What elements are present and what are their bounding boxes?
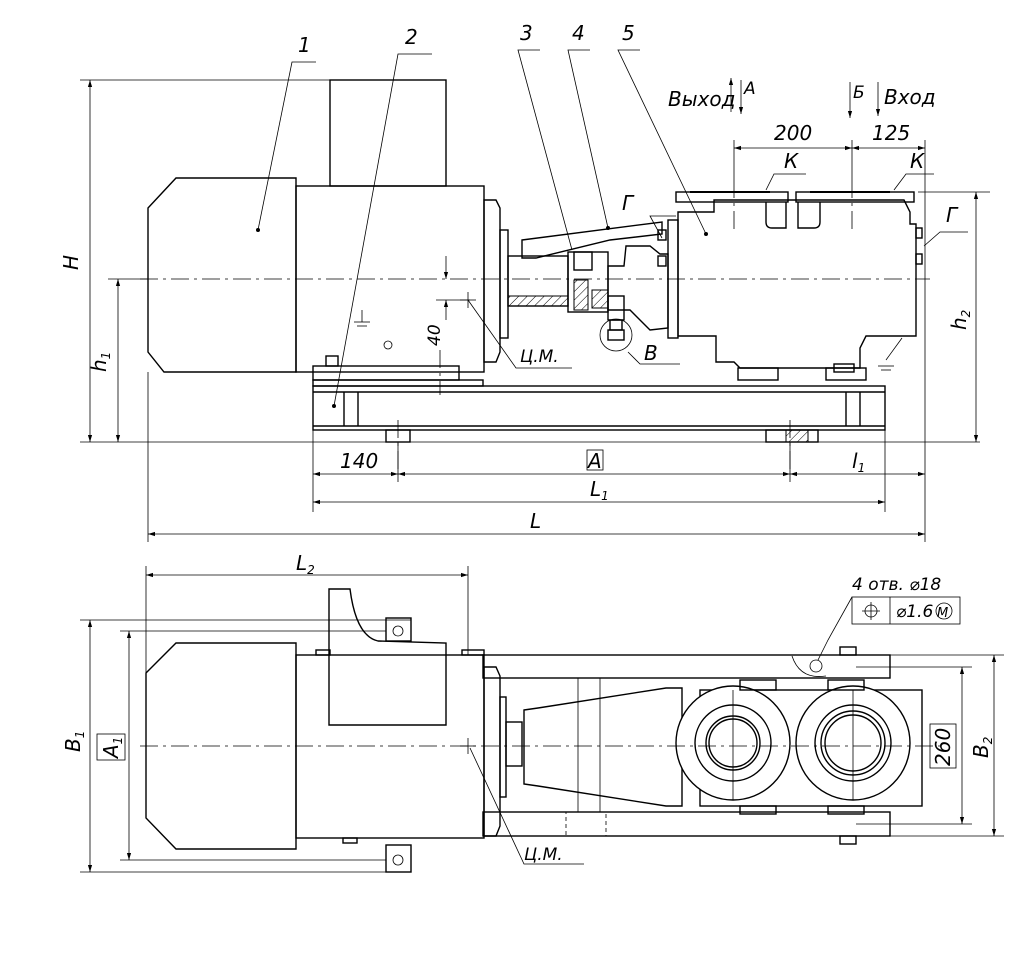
dim-H: H (59, 255, 83, 270)
callout-detail-v: В (644, 341, 658, 365)
inlet-arrow-label: Б (853, 83, 865, 103)
callout-center-mass-plan: Ц.М. (524, 845, 563, 865)
dim-base-A-frame (586, 449, 604, 471)
base-frame (312, 385, 886, 431)
outlet-arrow-label: А (743, 79, 756, 99)
callout-k-inlet: К (910, 149, 925, 173)
plan-motor-body (295, 654, 485, 839)
dim-B1: B1 (61, 731, 87, 752)
position-tolerance-icon (862, 602, 880, 620)
pump-body (677, 199, 917, 369)
motor-foot (312, 365, 460, 381)
motor-terminal-box (329, 79, 447, 187)
ground-symbol-left (354, 310, 393, 350)
side-elevation-view (140, 79, 930, 470)
part-number-1: 1 (298, 33, 311, 57)
dim-inlet-offset: 125 (872, 121, 910, 145)
plan-base-rail-top (482, 654, 891, 679)
dim-L1: L1 (590, 477, 609, 503)
dim-width-260: 260 (931, 728, 955, 766)
detail-v-circle (599, 318, 633, 352)
dim-cm-offset: 40 (425, 324, 445, 346)
ground-symbol-right (878, 337, 903, 371)
dim-260-frame (929, 723, 957, 769)
part-number-3: 3 (520, 21, 533, 45)
dim-l1: l1 (852, 449, 865, 475)
inlet-label: Вход (884, 85, 936, 109)
dim-h2: h2 (947, 310, 973, 330)
part-number-4: 4 (572, 21, 585, 45)
bearing-housing (607, 245, 669, 331)
dim-L2: L2 (296, 551, 315, 577)
plan-base-rail-bottom (482, 811, 891, 837)
part-leaders (256, 49, 708, 408)
part-number-5: 5 (622, 21, 635, 45)
motor-fan-cover (147, 177, 297, 373)
outlet-label: Выход (668, 87, 735, 111)
callout-center-mass: Ц.М. (520, 347, 559, 367)
dim-base-A: А (586, 449, 602, 473)
hole-note: 4 отв. ⌀18 (852, 575, 941, 595)
callout-g-right: Г (946, 203, 959, 227)
dim-A1-frame (96, 733, 126, 761)
plan-motor-fan-cover (145, 642, 297, 850)
tolerance-value: ⌀1.6 (896, 602, 933, 622)
dim-A1: A1 (99, 737, 125, 760)
dim-nozzle-spacing: 200 (774, 121, 812, 145)
plan-view (140, 588, 940, 873)
part-number-2: 2 (405, 25, 418, 49)
motor-flange (483, 199, 501, 363)
dim-L: L (530, 509, 541, 533)
callout-k-outlet: К (784, 149, 799, 173)
coupling-guard (521, 221, 663, 259)
dim-B2: B2 (969, 737, 995, 758)
dim-foot-offset: 140 (340, 449, 378, 473)
plan-terminal-box (328, 588, 447, 726)
dim-h1: h1 (87, 352, 113, 372)
tolerance-modifier: M (937, 606, 948, 621)
plan-coupling-guard (523, 687, 683, 807)
feature-control-frame (851, 596, 961, 625)
callout-g-left: Г (622, 191, 635, 215)
